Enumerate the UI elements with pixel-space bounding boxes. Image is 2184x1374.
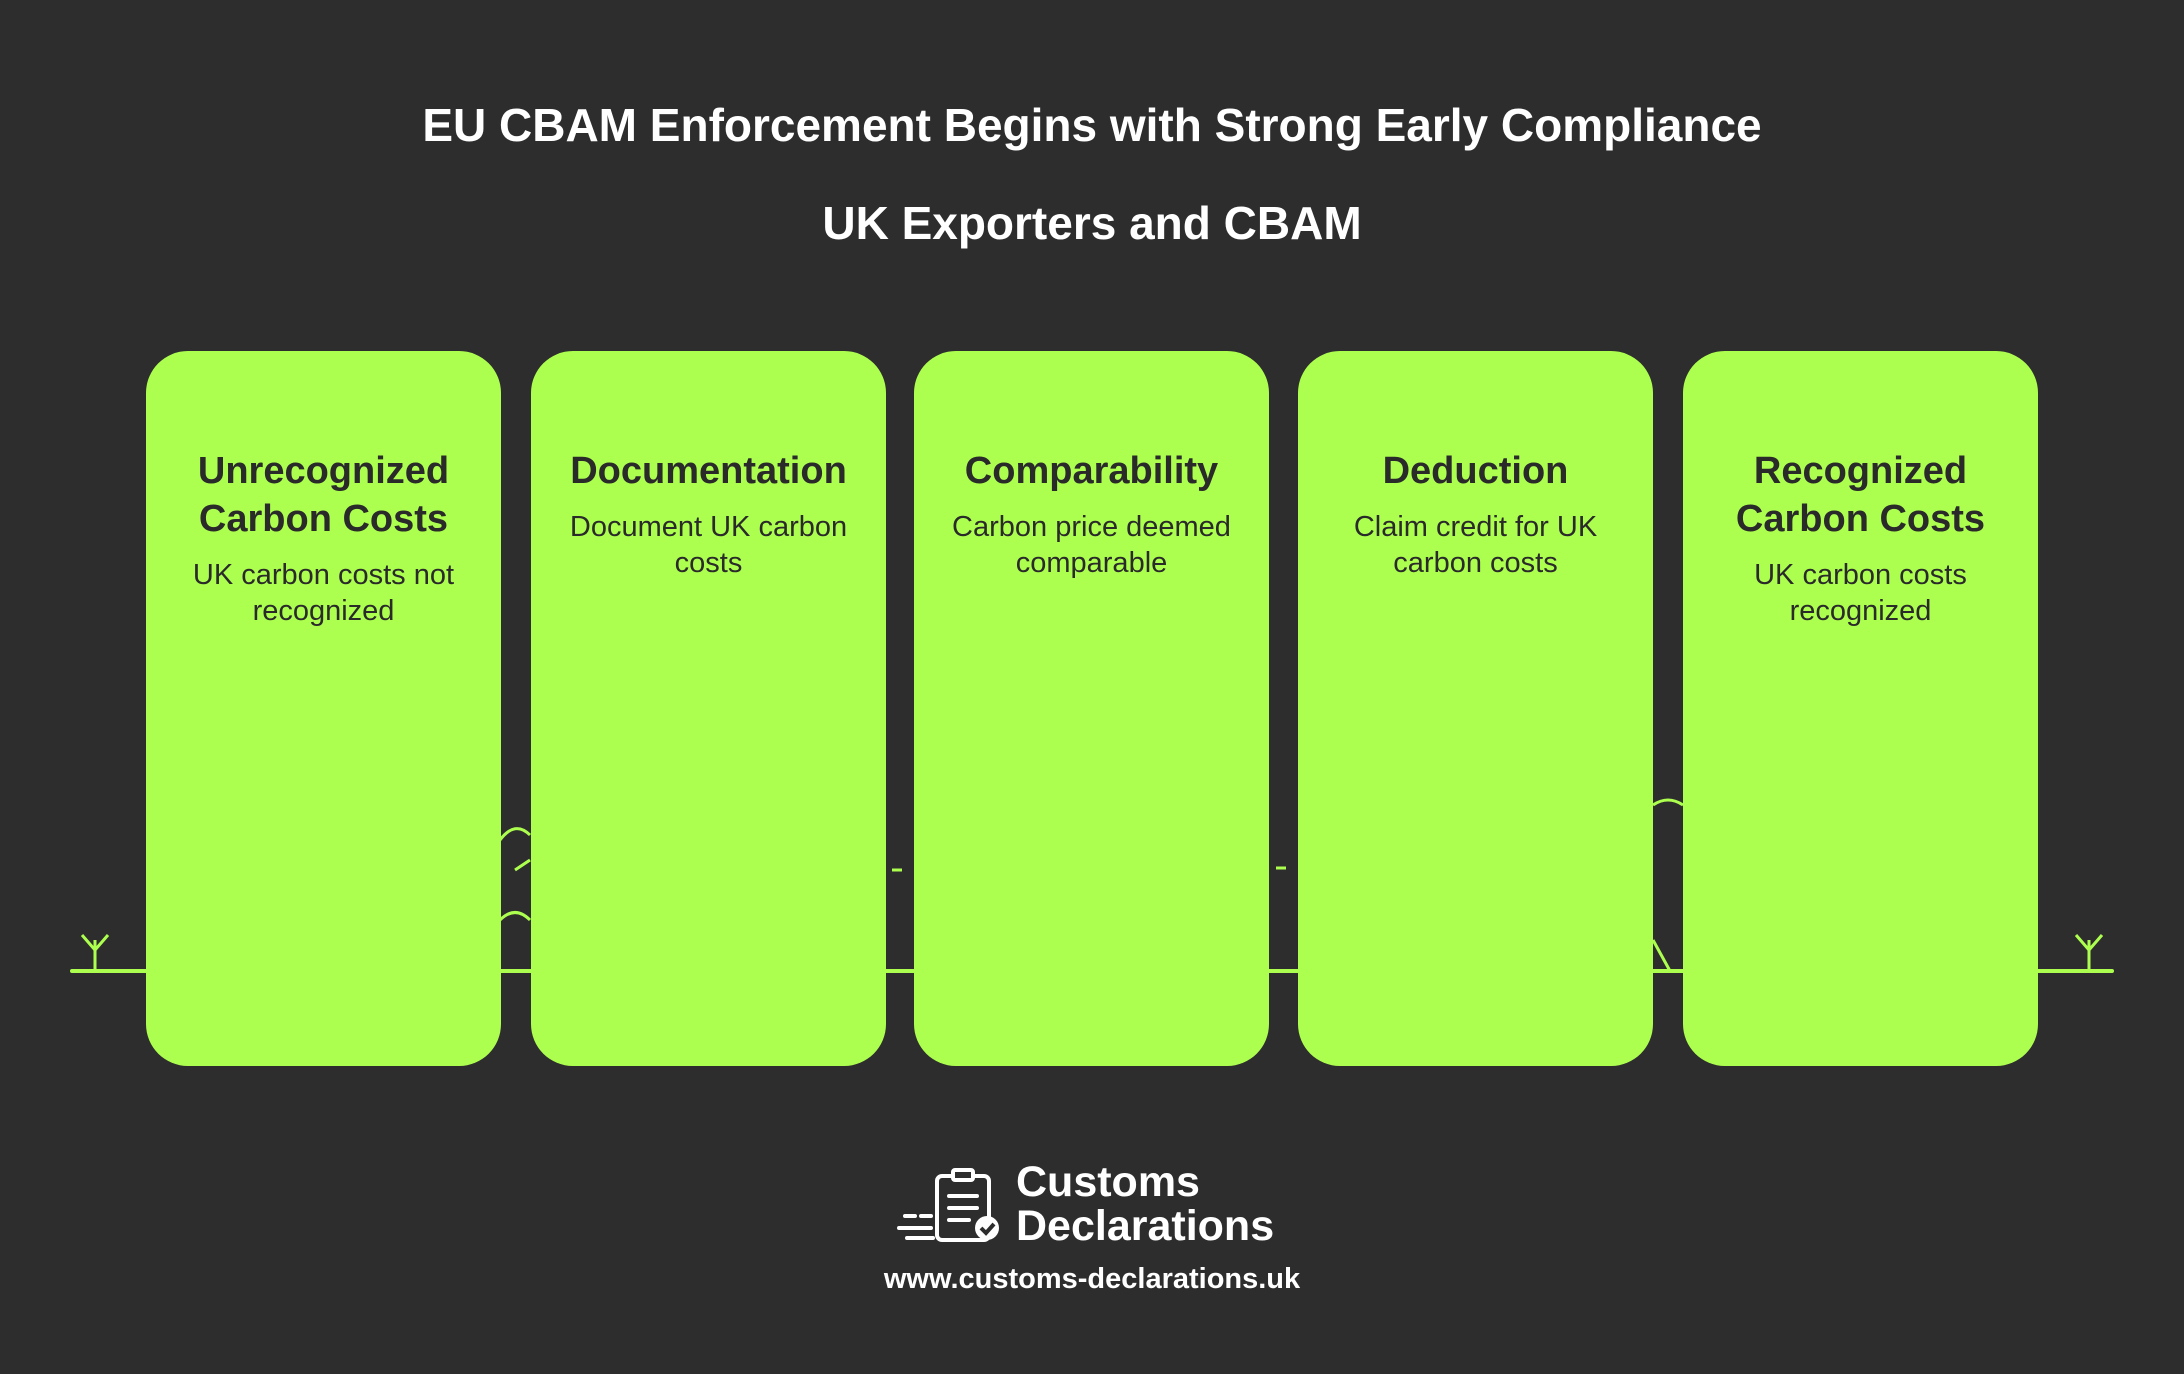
brand-line-2: Declarations <box>1016 1202 1275 1250</box>
stage-description: Document UK carbon costs <box>569 511 848 579</box>
stage-description: Carbon price deemed comparable <box>952 511 1231 579</box>
clipboard-check-icon <box>897 1168 999 1242</box>
page-title: EU CBAM Enforcement Begins with Strong E… <box>422 99 1762 151</box>
stage-title: Comparability <box>964 450 1219 492</box>
brand-line-1: Customs <box>1016 1158 1200 1206</box>
stage-description: UK carbon costs recognized <box>1754 559 1967 627</box>
stage-card-documentation: Documentation Document UK carbon costs <box>531 351 886 1066</box>
sprout-icon-left <box>80 934 110 971</box>
vine-decoration <box>498 798 1684 972</box>
stage-card-comparability: Comparability Carbon price deemed compar… <box>914 351 1269 1066</box>
stage-description: Claim credit for UK carbon costs <box>1353 511 1598 579</box>
stage-title: Recognized Carbon Costs <box>1735 450 1986 540</box>
sprout-icon-right <box>2074 934 2104 971</box>
stage-title: Unrecognized Carbon Costs <box>197 450 450 540</box>
stage-title: Documentation <box>570 450 847 492</box>
stage-card-recognized: Recognized Carbon Costs UK carbon costs … <box>1683 351 2038 1066</box>
stage-title: Deduction <box>1382 450 1569 492</box>
stage-card-deduction: Deduction Claim credit for UK carbon cos… <box>1298 351 1653 1066</box>
page-subtitle: UK Exporters and CBAM <box>822 197 1362 249</box>
website-url: www.customs-declarations.uk <box>883 1263 1301 1295</box>
stage-description: UK carbon costs not recognized <box>192 559 455 627</box>
stage-card-unrecognized: Unrecognized Carbon Costs UK carbon cost… <box>146 351 501 1066</box>
brand-logo-text: Customs Declarations <box>1016 1160 1274 1248</box>
